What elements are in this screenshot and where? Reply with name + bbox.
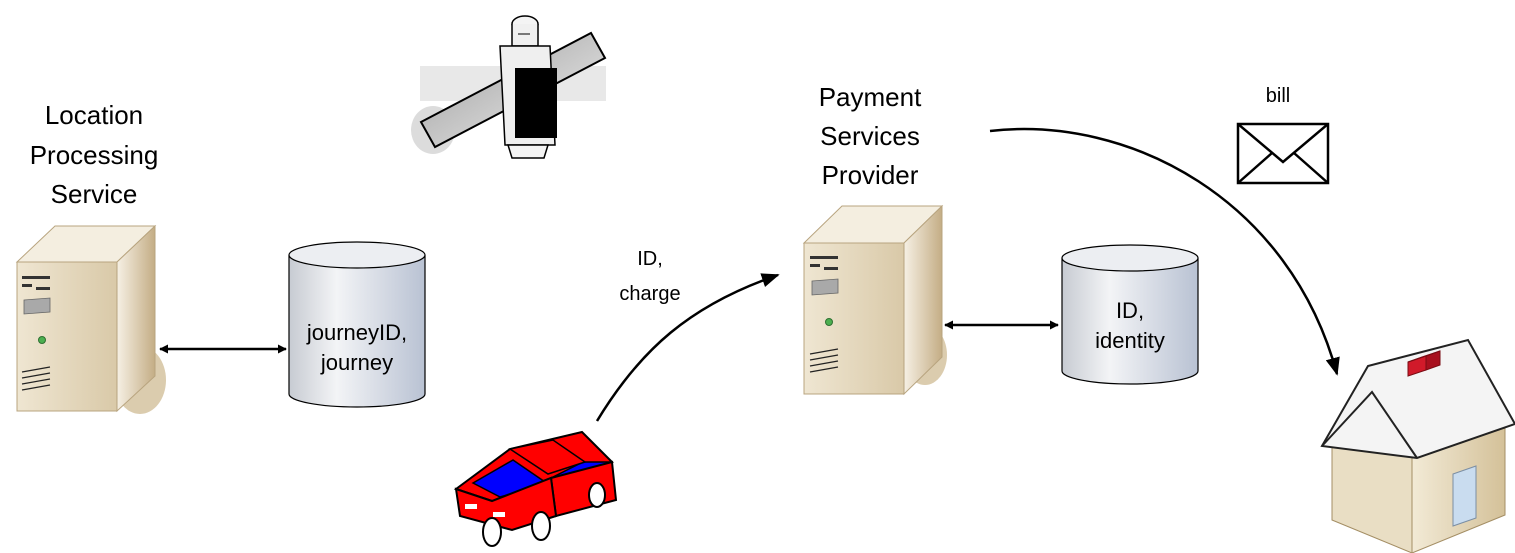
id-charge-label-2: charge — [619, 283, 680, 305]
bill-label: bill — [1266, 85, 1290, 107]
bill-arrow — [989, 127, 1340, 376]
envelope-icon — [1236, 122, 1330, 185]
house-icon — [1320, 338, 1515, 553]
id-charge-arrow — [595, 273, 780, 422]
payment-provider-label-1: Payment — [819, 82, 922, 112]
journey-database-icon — [288, 241, 426, 408]
satellite-icon — [411, 15, 607, 159]
journey-db-label-1: journeyID, — [306, 320, 407, 345]
identity-db-label-1: ID, — [1116, 298, 1144, 323]
car-icon — [453, 430, 618, 547]
journey-db-label-2: journey — [320, 350, 393, 375]
payment-server-icon — [802, 204, 947, 396]
location-service-label-2: Processing — [30, 140, 159, 170]
identity-database-icon — [1061, 244, 1199, 385]
location-service-label-3: Service — [51, 179, 138, 209]
identity-db-label-2: identity — [1095, 328, 1165, 353]
payment-provider-label-3: Provider — [822, 160, 919, 190]
location-server-icon — [15, 224, 166, 414]
location-service-label-1: Location — [45, 100, 143, 130]
payment-provider-label-2: Services — [820, 121, 920, 151]
id-charge-label-1: ID, — [637, 248, 663, 270]
